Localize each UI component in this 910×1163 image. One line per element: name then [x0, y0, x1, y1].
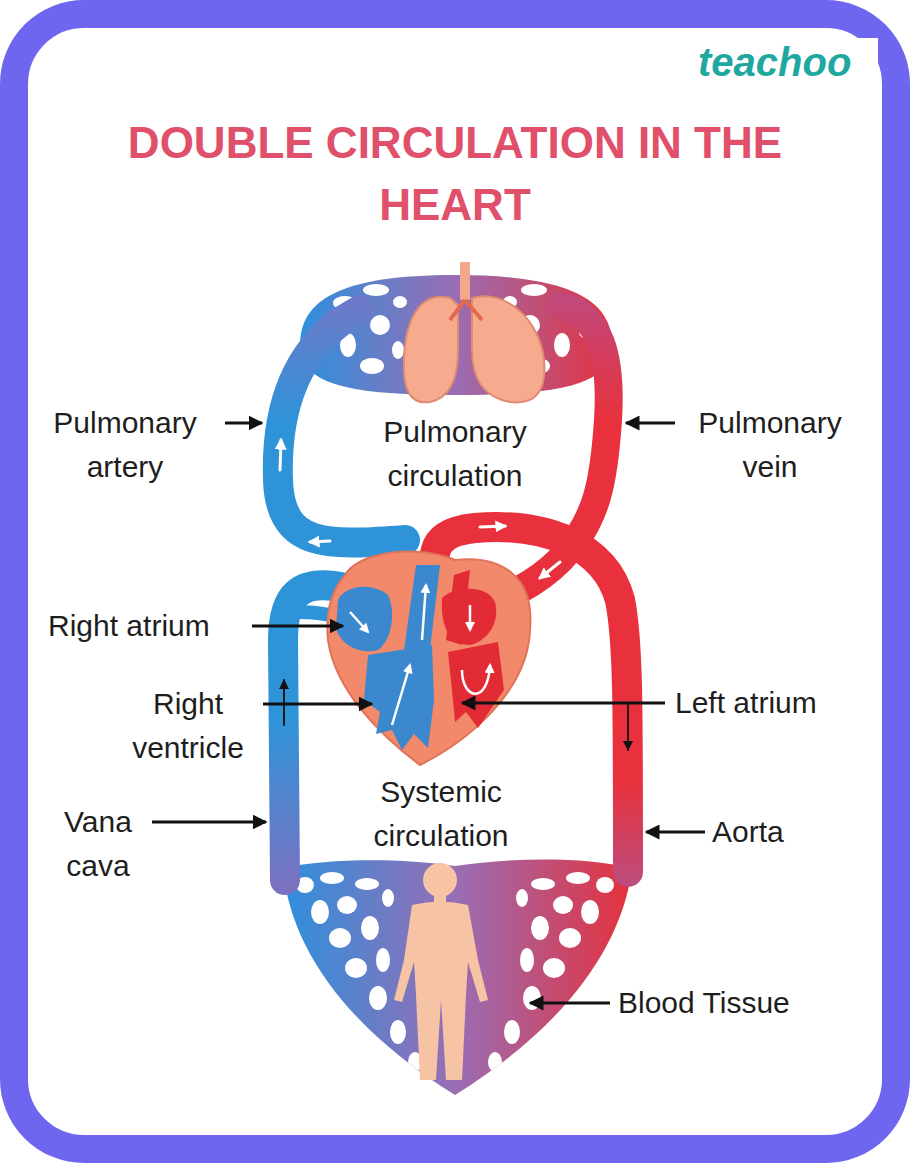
region-label: Pulmonary circulation: [370, 410, 540, 498]
part-label: Left atrium: [675, 681, 875, 725]
part-label: Vana cava: [48, 800, 148, 888]
blood-vessels: [278, 305, 628, 880]
watermark: teachoo: [698, 38, 878, 86]
title: DOUBLE CIRCULATION IN THE HEART: [95, 112, 815, 236]
body-capillaries: [283, 860, 632, 1096]
part-label: Pulmonary artery: [35, 401, 215, 489]
part-label: Right atrium: [48, 604, 248, 648]
frame: [14, 14, 896, 1149]
part-label: Pulmonary vein: [685, 401, 855, 489]
part-label: Aorta: [712, 810, 862, 854]
part-label: Right ventricle: [113, 682, 263, 770]
human-figure: [394, 863, 488, 1080]
lungs: [404, 262, 545, 402]
part-label: Blood Tissue: [618, 981, 838, 1025]
region-label: Systemic circulation: [356, 770, 526, 858]
heart: [327, 552, 530, 765]
